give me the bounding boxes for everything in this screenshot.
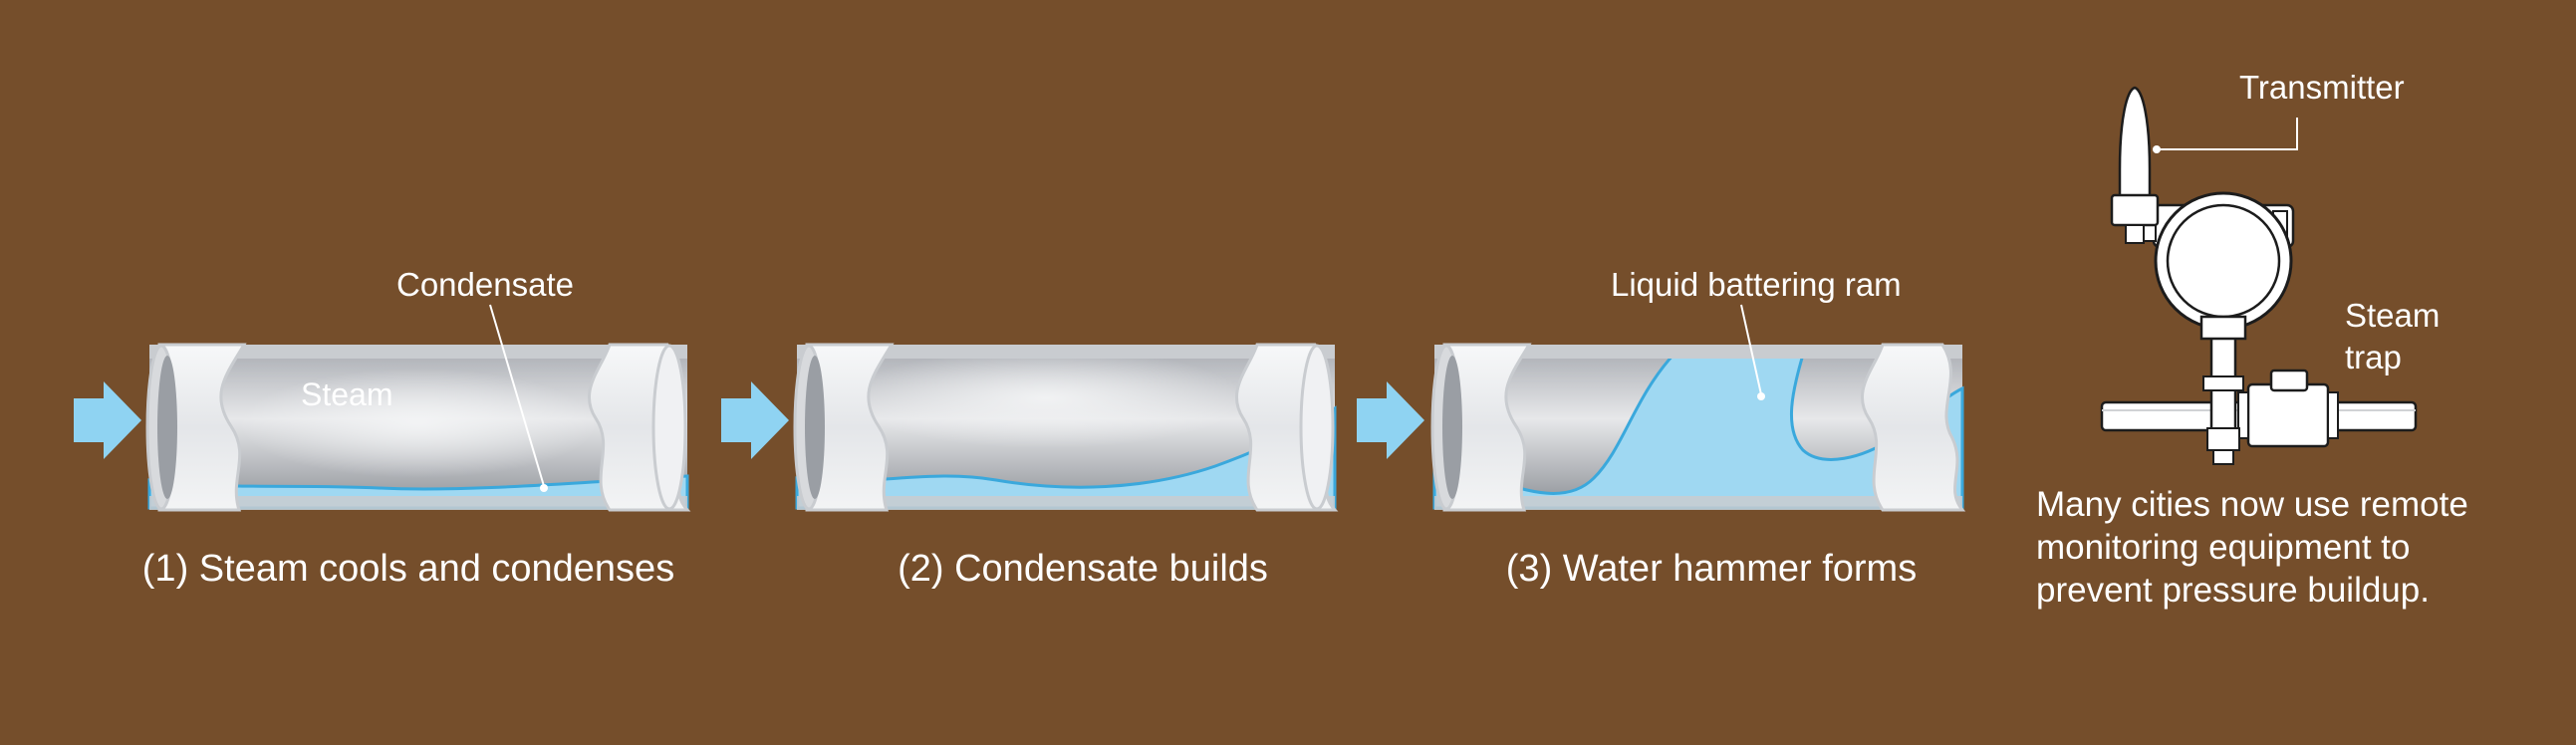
monitor-note-line2: monitoring equipment to <box>2036 528 2411 567</box>
monitor-note-line3: prevent pressure buildup. <box>2036 571 2430 610</box>
pipe-3 <box>1430 343 1966 512</box>
steam-trap-icon <box>2237 369 2339 448</box>
condensate-leader <box>489 304 545 487</box>
panel-3: Liquid battering ram (3) Water hammer fo… <box>1357 266 1966 590</box>
battering-ram-leader <box>1740 304 1762 395</box>
pipe-2 <box>793 343 1339 512</box>
steam-trap-label-line2: trap <box>2345 339 2402 375</box>
monitor-panel: Transmitter Steam trap Many cities now u… <box>2036 69 2468 610</box>
panel-1-caption: (1) Steam cools and condenses <box>142 548 674 590</box>
transmitter-label: Transmitter <box>2239 69 2405 106</box>
panel-2-caption: (2) Condensate builds <box>898 548 1268 590</box>
transmitter-icon <box>2110 86 2295 341</box>
flow-arrow-icon <box>74 381 141 459</box>
monitor-note-line1: Many cities now use remote <box>2036 485 2468 524</box>
panel-2: (2) Condensate builds <box>721 343 1339 590</box>
steam-label: Steam <box>301 376 392 412</box>
panel-3-caption: (3) Water hammer forms <box>1506 548 1917 590</box>
flow-arrow-icon <box>1357 381 1424 459</box>
transmitter-leader <box>2157 118 2298 150</box>
pipe-1 <box>145 343 691 512</box>
panel-1: Steam Condensate (1) Steam cools and con… <box>74 266 691 590</box>
steam-trap-label-line1: Steam <box>2345 297 2440 334</box>
condensate-label: Condensate <box>396 266 574 303</box>
flow-arrow-icon <box>721 381 789 459</box>
battering-ram-label: Liquid battering ram <box>1611 266 1902 303</box>
